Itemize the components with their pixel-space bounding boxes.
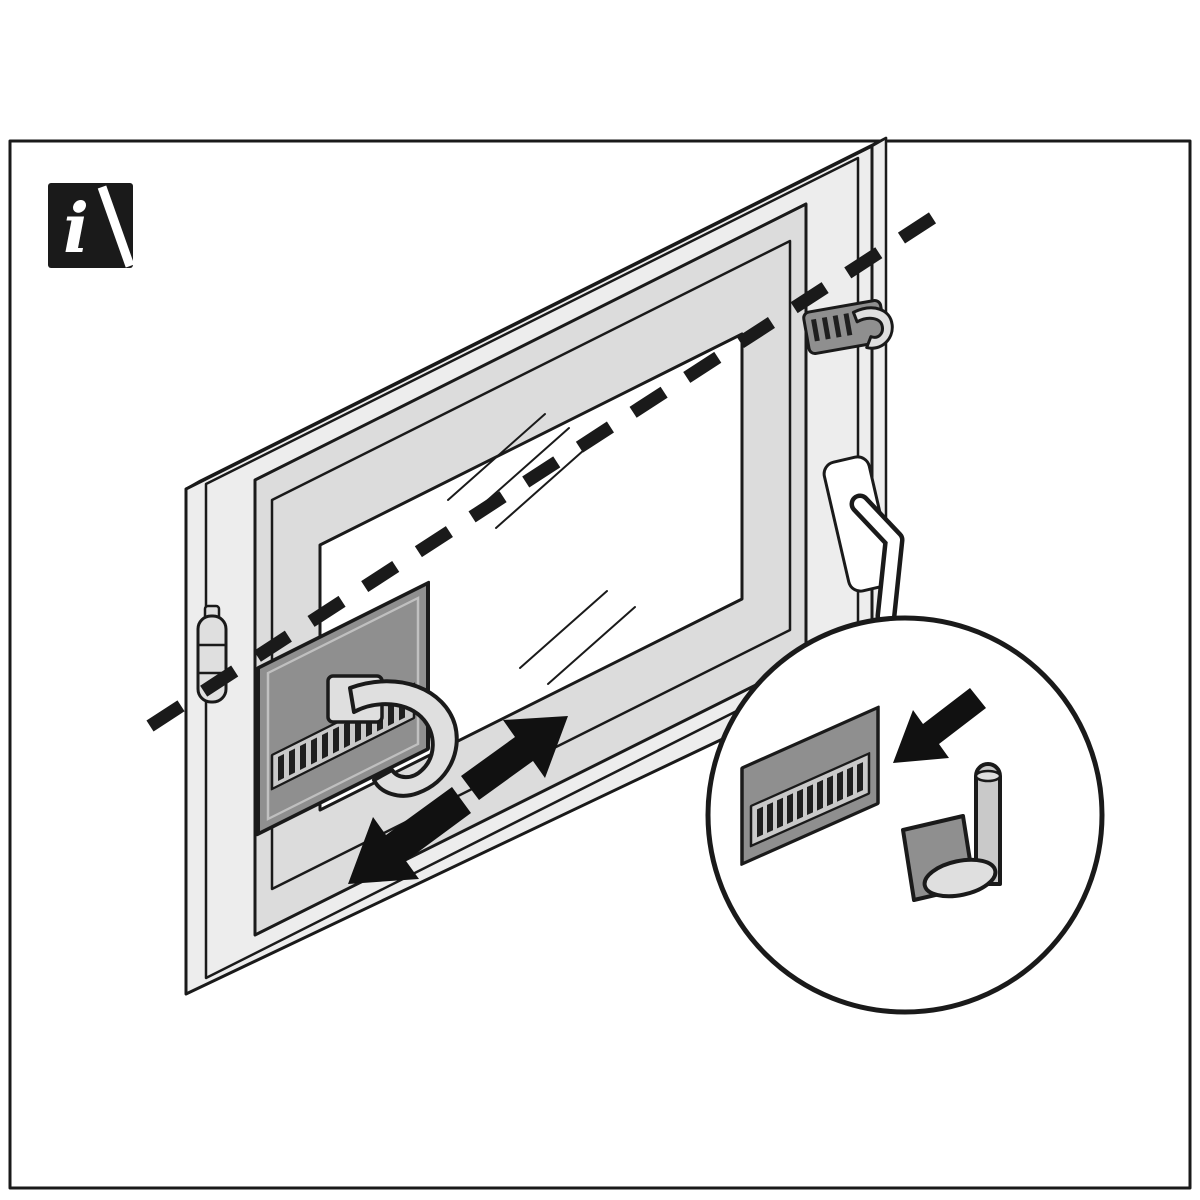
vent-slot <box>289 748 295 776</box>
handle-lever <box>854 498 900 622</box>
detail-pin-washer <box>922 857 998 899</box>
detail-pin-top <box>974 769 1002 783</box>
vent-slot <box>344 721 350 749</box>
vent-slot <box>300 743 306 771</box>
detail-vent-plate <box>740 705 880 866</box>
vent-slot <box>278 754 284 782</box>
vent-slot <box>322 732 328 760</box>
vent-slot <box>827 775 833 807</box>
tilt-guide-dashed-line <box>146 207 944 732</box>
top-latch <box>802 299 894 356</box>
vent-slot <box>757 806 763 838</box>
vent-slot <box>832 315 842 338</box>
vent-slot <box>857 762 863 793</box>
vent-slot <box>837 771 843 802</box>
vent-slot <box>333 726 339 754</box>
vent-slot <box>817 779 823 811</box>
vent-plate-assembly <box>256 580 459 837</box>
window-handle <box>822 455 905 627</box>
detail-arrow <box>893 688 986 763</box>
vent-slot <box>767 802 773 833</box>
vent-plate-bevel <box>266 596 420 821</box>
movement-arrow-down-left <box>348 787 471 884</box>
vent-slot <box>807 784 813 816</box>
info-icon: i <box>48 183 135 269</box>
info-icon-glyph: i <box>63 189 89 269</box>
window-illustration <box>184 136 905 996</box>
detail-pin-assembly <box>901 762 1002 902</box>
vent-slot <box>811 318 820 342</box>
vent-slot <box>797 788 803 820</box>
glass-glare-lines <box>447 413 636 685</box>
vent-slot <box>843 313 853 336</box>
movement-arrow-up-right <box>461 716 568 800</box>
info-icon-slash <box>97 185 135 268</box>
vent-slot <box>821 316 831 340</box>
detail-circle <box>705 615 1105 1015</box>
vent-slot <box>787 793 793 824</box>
vent-slot <box>847 766 853 798</box>
detail-circle-outline <box>705 615 1105 1015</box>
vent-slot <box>777 797 783 829</box>
top-latch-hook <box>851 306 894 350</box>
latch-hook <box>348 679 459 798</box>
detail-grille-slots <box>757 762 863 838</box>
vent-slot <box>311 737 317 765</box>
